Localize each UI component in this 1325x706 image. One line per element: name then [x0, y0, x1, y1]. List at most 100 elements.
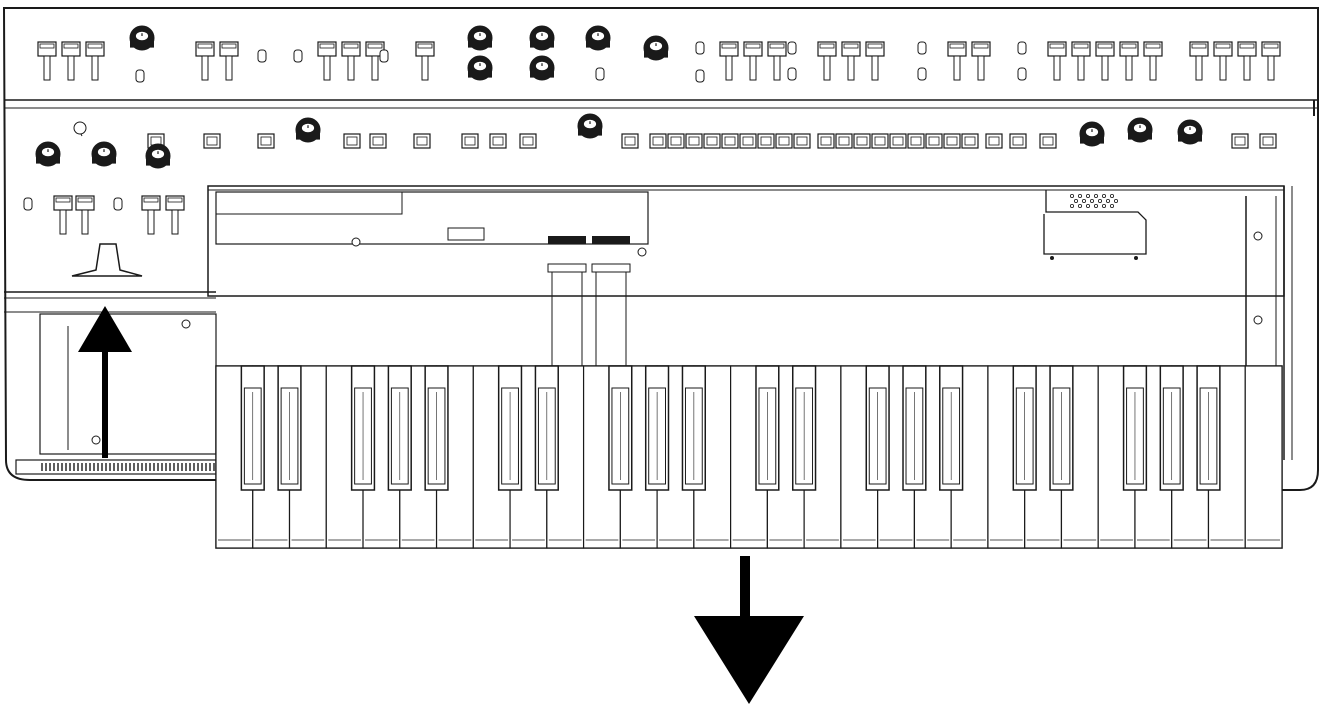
keyboard [215, 365, 1283, 549]
slider-cap-top [39, 43, 55, 49]
panel-button-face [464, 136, 476, 146]
pcb-cutout [215, 191, 403, 215]
panel-button-face [1042, 136, 1054, 146]
panel-button-face [706, 136, 718, 146]
bracket-screw-bottom [1253, 315, 1263, 325]
panel-button-face [1012, 136, 1024, 146]
slider-cap-top [343, 43, 359, 49]
slider-cap-top [819, 43, 835, 49]
panel-button-face [838, 136, 850, 146]
slider-cap-top [319, 43, 335, 49]
toggle-lever [695, 41, 705, 55]
panel-button-face [492, 136, 504, 146]
left-panel-controls [23, 141, 185, 235]
slider-stem [847, 55, 855, 81]
slider-stem [1101, 55, 1109, 81]
vent-hole [1070, 203, 1075, 208]
slider-stem [43, 55, 51, 81]
slider-stem [725, 55, 733, 81]
slider-stem [347, 55, 355, 81]
toggle-lever [135, 69, 145, 83]
slider-cap-top [843, 43, 859, 49]
pcb-screw-left [351, 237, 361, 247]
panel-button-face [892, 136, 904, 146]
slider-cap-top [1073, 43, 1089, 49]
vent-hole [1114, 198, 1119, 203]
top-panel-controls [37, 25, 1281, 83]
slider-stem [773, 55, 781, 81]
toggle-lever [293, 49, 303, 63]
slider-cap-top [77, 197, 93, 203]
slider-cap-top [367, 43, 383, 49]
power-unit-foot-right [1134, 256, 1138, 260]
slider-stem [225, 55, 233, 81]
slider-cap-top [1239, 43, 1255, 49]
slider-stem [1195, 55, 1203, 81]
slider-stem [1125, 55, 1133, 81]
toggle-lever [917, 67, 927, 81]
toggle-lever [379, 49, 389, 63]
pcb-screw-right [637, 247, 647, 257]
slider-cap-top [1263, 43, 1279, 49]
slider-cap-top [721, 43, 737, 49]
slider-cap-top [55, 197, 71, 203]
vent-hole [1086, 203, 1091, 208]
slider-cap-top [143, 197, 159, 203]
panel-button-face [1262, 136, 1274, 146]
main-pcb [215, 191, 649, 366]
panel-button-face [946, 136, 958, 146]
vent-hole [1110, 193, 1115, 198]
slider-cap-top [949, 43, 965, 49]
vent-hole [1106, 198, 1111, 203]
vent-hole [1074, 198, 1079, 203]
lift-up-arrow-shaft [102, 350, 108, 458]
pcb-chip [447, 227, 485, 241]
panel-button-face [1234, 136, 1246, 146]
toggle-lever [113, 197, 123, 211]
pull-out-arrow-shaft [740, 556, 750, 618]
slider-cap-top [1121, 43, 1137, 49]
slider-cap-top [867, 43, 883, 49]
slider-cap-top [1191, 43, 1207, 49]
mid-panel-controls [147, 113, 1277, 149]
slider-stem [201, 55, 209, 81]
slider-stem [81, 209, 89, 235]
pull-out-arrow [694, 556, 804, 704]
panel-button-face [206, 136, 218, 146]
panel-button-face [988, 136, 1000, 146]
toggle-lever [257, 49, 267, 63]
panel-button-face [778, 136, 790, 146]
slider-stem [67, 55, 75, 81]
white-keys [215, 365, 1283, 549]
vent-hole [1098, 198, 1103, 203]
slider-cap-top [973, 43, 989, 49]
slider-stem [823, 55, 831, 81]
white-key [1244, 365, 1283, 549]
toggle-lever [1017, 41, 1027, 55]
slider-stem [323, 55, 331, 81]
power-unit-vents [1070, 193, 1119, 208]
panel-button-face [856, 136, 868, 146]
panel-button-face [346, 136, 358, 146]
vent-hole [1102, 203, 1107, 208]
slider-stem [147, 209, 155, 235]
slider-stem [953, 55, 961, 81]
panel-button-face [820, 136, 832, 146]
slider-stem [1267, 55, 1275, 81]
vent-hole [1094, 193, 1099, 198]
slider-cap-top [87, 43, 103, 49]
slider-stem [371, 55, 379, 81]
power-unit [1043, 190, 1147, 260]
slider-stem [171, 209, 179, 235]
ribbon-plug-left [547, 263, 587, 273]
panel-button-face [928, 136, 940, 146]
panel-button-face [760, 136, 772, 146]
ribbon-plug-right [591, 263, 631, 273]
slider-stem [91, 55, 99, 81]
slider-stem [1053, 55, 1061, 81]
slider-stem [871, 55, 879, 81]
slider-cap-top [1097, 43, 1113, 49]
power-unit-foot-left [1050, 256, 1054, 260]
